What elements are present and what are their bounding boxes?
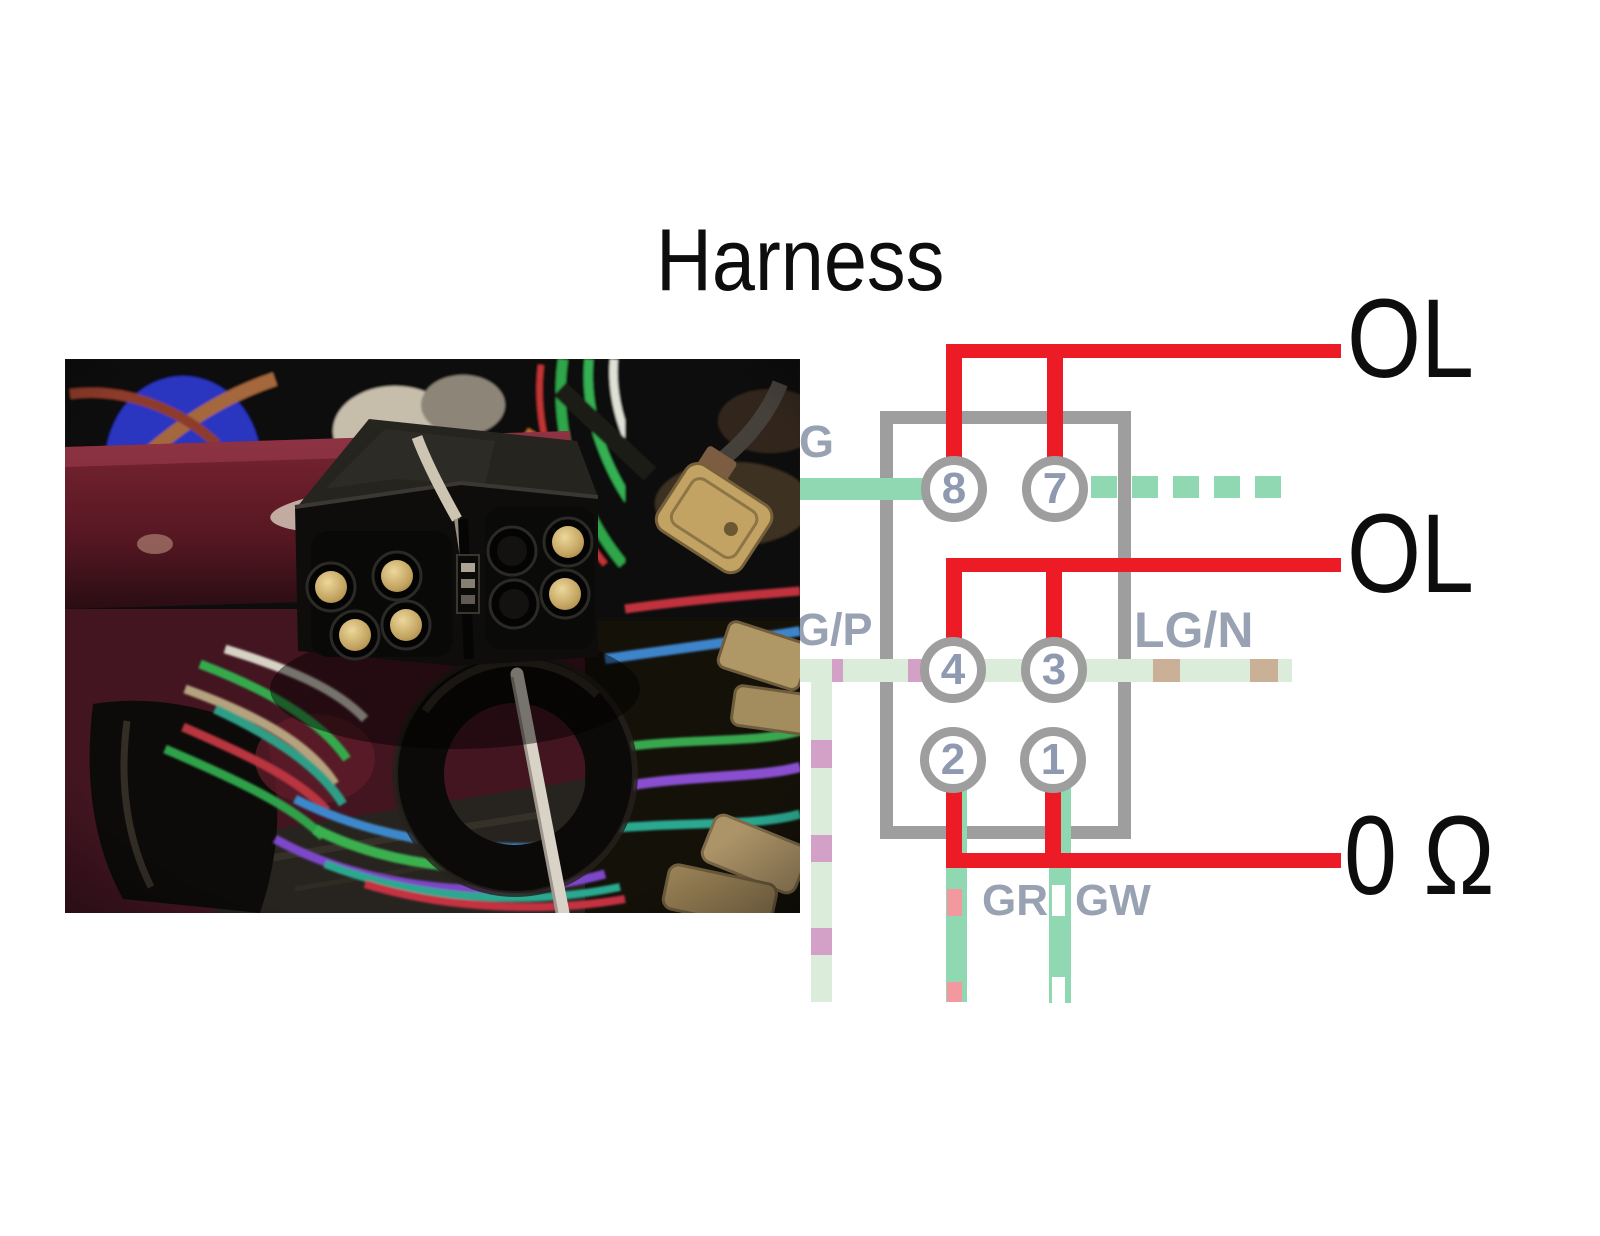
page-title: Harness	[656, 210, 945, 309]
measurement-ol-top: OL	[1347, 276, 1474, 401]
gp-stripe	[811, 740, 832, 768]
probe-line-bottom-pin1	[1045, 789, 1061, 868]
gw-stripe	[1052, 885, 1065, 916]
label-gp: G/P	[795, 604, 873, 655]
measurement-zero-ohm: 0 Ω	[1344, 793, 1495, 918]
gw-stripe	[1052, 977, 1065, 1003]
pin-circle-4: 4	[920, 637, 986, 703]
probe-line-bottom-pin2	[946, 789, 962, 868]
gp-stripe	[811, 835, 832, 862]
label-gr: GR	[982, 876, 1048, 925]
pin-number: 8	[941, 464, 967, 513]
lgn-stripe	[1250, 659, 1278, 682]
pin-circle-2: 2	[920, 727, 986, 793]
gr-stripe	[947, 889, 962, 916]
measurement-ol-middle: OL	[1347, 491, 1474, 616]
label-lgn: LG/N	[1134, 602, 1254, 658]
probe-line-top-pin8	[946, 344, 962, 458]
pin-circle-3: 3	[1021, 637, 1087, 703]
pin-circle-7: 7	[1022, 456, 1088, 522]
label-g: G	[799, 416, 835, 467]
probe-line-middle	[946, 558, 1341, 572]
probe-line-bottom	[946, 853, 1341, 868]
connector-photo-art	[65, 358, 822, 930]
wire-line-g-dashed	[1091, 476, 1291, 498]
pin-number: 7	[1042, 464, 1068, 513]
wire-line-g	[775, 478, 940, 500]
gp-stripe	[811, 928, 832, 955]
gp-stripe	[908, 659, 922, 682]
pin-number: 4	[940, 645, 966, 694]
gr-stripe	[947, 982, 962, 1002]
probe-line-middle-pin4	[946, 558, 962, 642]
label-gw: GW	[1075, 876, 1151, 925]
pin-number: 2	[940, 735, 966, 784]
lgn-stripe	[1153, 659, 1180, 682]
pin-circle-1: 1	[1020, 727, 1086, 793]
probe-line-middle-pin3	[1046, 558, 1062, 642]
pin-circle-8: 8	[921, 456, 987, 522]
connector-outline-box	[880, 411, 1131, 839]
pin-number: 1	[1040, 735, 1066, 784]
probe-line-top-pin7	[1047, 344, 1063, 458]
pin-number: 3	[1041, 645, 1067, 694]
probe-line-top	[946, 344, 1341, 358]
connector-photo	[65, 358, 822, 930]
